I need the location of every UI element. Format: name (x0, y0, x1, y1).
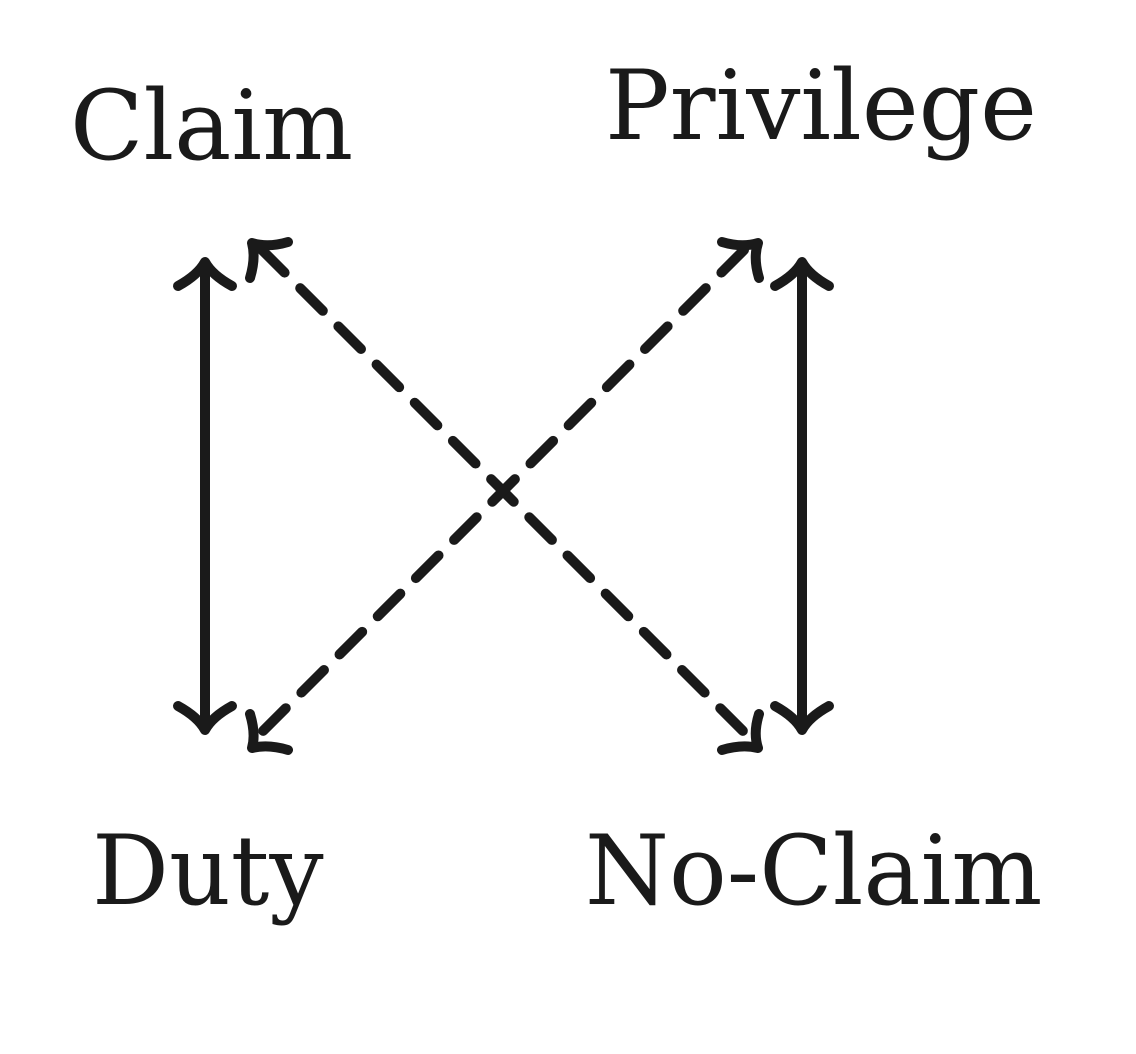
node-no-claim: No-Claim (585, 815, 1043, 927)
node-privilege: Privilege (605, 50, 1037, 162)
arrow-privilege-to-duty (245, 237, 764, 755)
node-duty: Duty (92, 815, 324, 927)
node-claim: Claim (70, 70, 354, 182)
arrow-privilege-no-claim (770, 257, 834, 735)
arrow-claim-duty (173, 257, 237, 735)
